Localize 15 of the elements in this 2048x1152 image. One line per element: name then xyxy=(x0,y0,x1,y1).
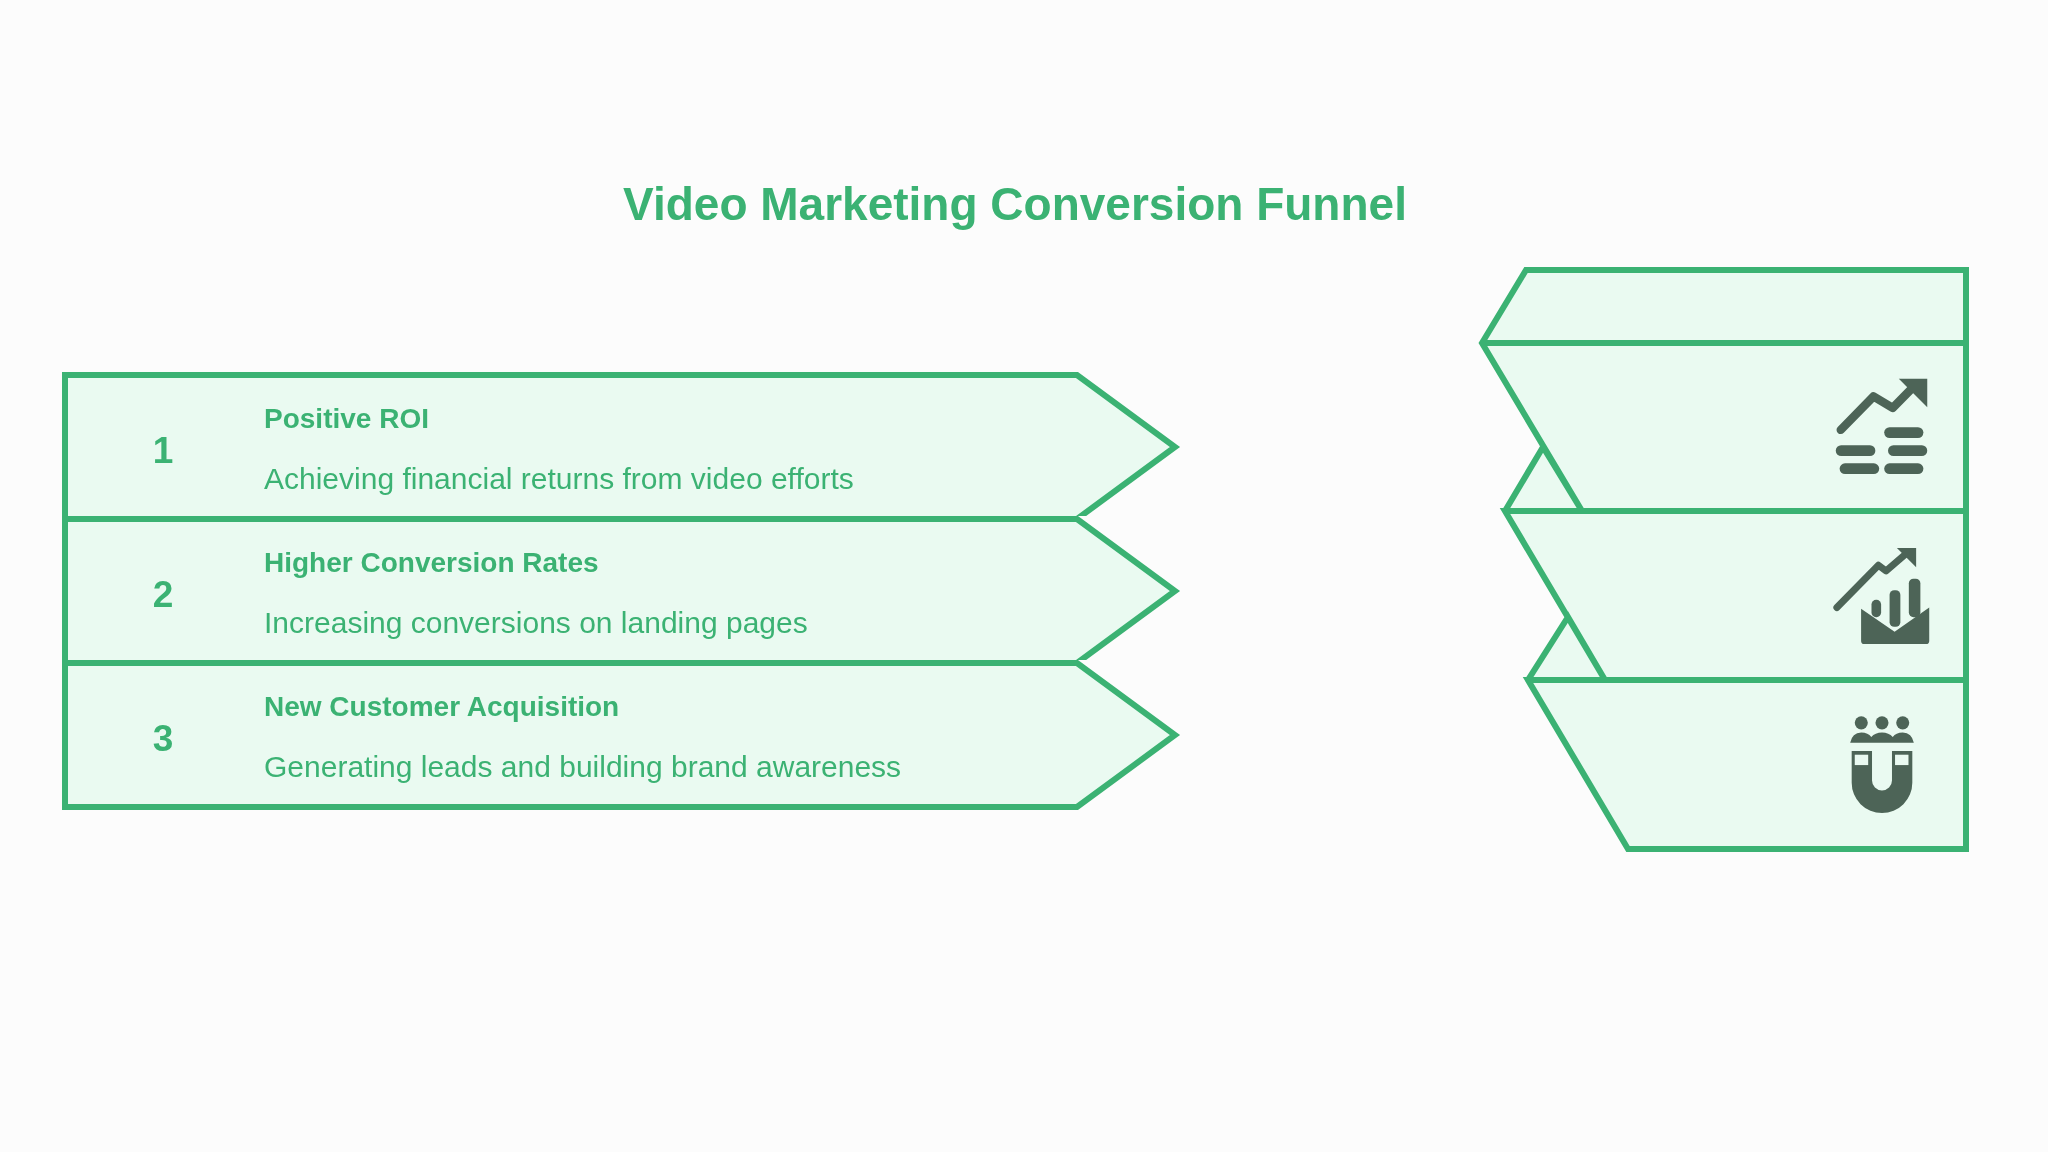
step-title: Positive ROI xyxy=(264,402,429,436)
step-title: New Customer Acquisition xyxy=(264,690,620,724)
funnel-layer xyxy=(1497,508,1970,677)
step-description: Achieving financial returns from video efforts xyxy=(264,461,854,497)
step-number: 2 xyxy=(152,573,174,617)
step-number: 3 xyxy=(152,717,174,761)
step-banner xyxy=(62,660,1182,810)
step-banner xyxy=(62,372,1182,516)
title: Video Marketing Conversion Funnel xyxy=(623,177,1407,231)
step-title: Higher Conversion Rates xyxy=(264,546,599,580)
funnel-layer xyxy=(1520,677,1970,852)
step-banner xyxy=(62,516,1182,660)
step-description: Increasing conversions on landing pages xyxy=(264,605,808,641)
step-number: 1 xyxy=(152,429,174,473)
step-description: Generating leads and building brand awareness xyxy=(264,749,902,785)
